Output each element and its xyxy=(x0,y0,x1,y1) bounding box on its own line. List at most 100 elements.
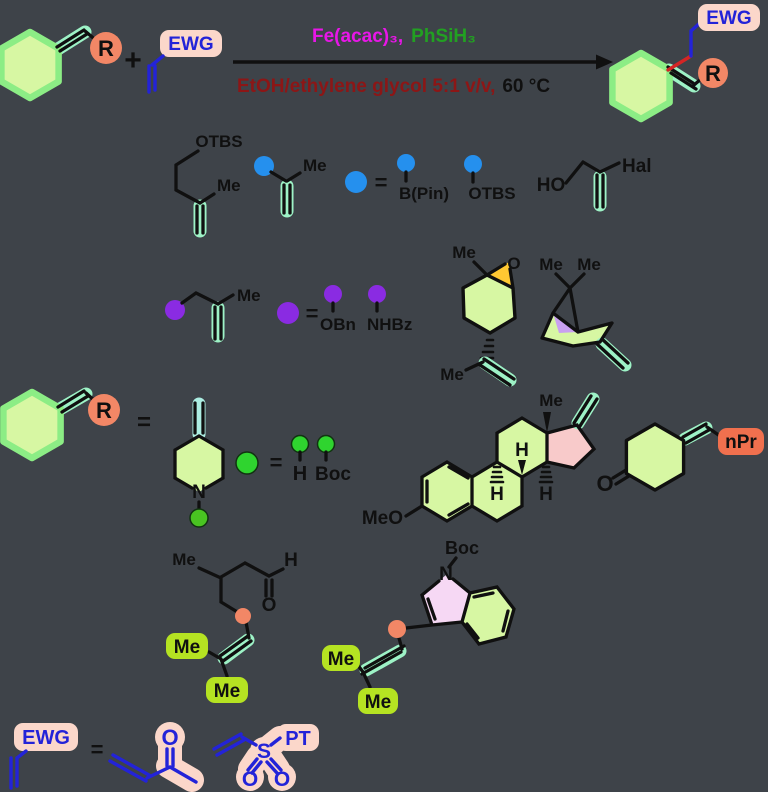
green-marker-dot xyxy=(235,451,259,475)
me-label: Me xyxy=(539,391,563,410)
purple-marker-legend: = OBn NHBz xyxy=(277,285,412,334)
vinyl-bonds xyxy=(147,54,165,94)
h-wedge xyxy=(518,460,526,475)
blue-dot-isopropenyl-substrate: Me xyxy=(254,156,327,218)
bonds xyxy=(564,160,621,209)
substrate-aryl-alkene: R xyxy=(0,25,122,102)
bonds xyxy=(404,394,599,523)
alkene-highlight xyxy=(571,392,600,430)
bpin-label: B(Pin) xyxy=(399,184,449,203)
me-wedge xyxy=(543,412,551,433)
bonds xyxy=(180,291,235,341)
green-marker-dot xyxy=(189,508,209,528)
me-label: Me xyxy=(303,156,327,175)
me-label: Me xyxy=(452,243,476,262)
alkylidene-cyclohexanone-substrate: O nPr xyxy=(596,421,764,496)
epoxide-patch xyxy=(487,262,513,288)
me-badge xyxy=(322,645,360,671)
meo-label: MeO xyxy=(362,508,403,529)
silane-text: PhSiH₃ xyxy=(411,26,476,47)
plus-sign: + xyxy=(124,44,142,77)
bonds xyxy=(611,422,722,486)
sulfone-o-label: O xyxy=(242,768,258,791)
n-label: N xyxy=(192,482,206,503)
otbs-alkene-substrate: OTBS Me xyxy=(174,132,243,238)
pt-label: PT xyxy=(285,728,311,750)
ring-d-fill xyxy=(547,425,594,468)
green-marker-dot xyxy=(316,434,336,454)
equals-sign: = xyxy=(375,170,388,195)
alkene-highlight xyxy=(478,356,517,387)
sulfur-label: S xyxy=(257,740,271,763)
methylene-piperidine-substrate: N xyxy=(173,397,225,528)
blue-marker-dot xyxy=(345,171,367,193)
ring-a-fill xyxy=(422,462,472,521)
benzo-ring-fill xyxy=(462,587,514,644)
npr-badge xyxy=(718,428,764,455)
equals-sign: = xyxy=(270,450,283,475)
me-badge xyxy=(206,677,248,703)
ho-label: HO xyxy=(537,175,566,196)
product-structure: R EWG xyxy=(609,4,760,123)
ewg-badge xyxy=(698,4,760,31)
conditions-below-arrow: EtOH/ethylene glycol 5:1 v/v,60 °C xyxy=(237,76,550,97)
boc-label: Boc xyxy=(445,538,479,558)
pt-badge xyxy=(277,724,319,751)
otbs-label: OTBS xyxy=(195,132,242,151)
r-group-circle xyxy=(88,394,120,426)
orange-marker-dot xyxy=(388,620,406,638)
alkene-highlight xyxy=(595,337,632,372)
blue-marker-dot xyxy=(254,156,274,176)
green-marker-legend: = H Boc xyxy=(235,434,351,485)
solvent-text: EtOH/ethylene glycol 5:1 v/v, xyxy=(237,76,495,97)
purple-marker-dot xyxy=(165,300,185,320)
r-group-label: R xyxy=(705,61,721,86)
aldehyde-h-label: H xyxy=(284,550,298,571)
me-label: Me xyxy=(214,681,240,702)
me-label: Me xyxy=(237,286,261,305)
bonds xyxy=(540,272,630,370)
sulfone-o-label: O xyxy=(274,768,290,791)
hashed-wedge xyxy=(538,465,554,484)
isopropenyl-bonds xyxy=(464,357,516,387)
me-label: Me xyxy=(440,365,464,384)
citronellal-substrate: Me H O Me Me xyxy=(166,550,298,703)
bonds xyxy=(108,747,198,784)
me-label: Me xyxy=(365,692,391,713)
hashed-wedge xyxy=(489,465,505,484)
h-label: H xyxy=(293,463,307,485)
carbonyl-o-label: O xyxy=(161,725,178,750)
purple-marker-dot xyxy=(324,285,342,303)
purple-marker-dot xyxy=(368,285,386,303)
npr-label: nPr xyxy=(725,432,757,453)
aldehyde-o-label: O xyxy=(262,595,277,616)
arrow-head xyxy=(596,54,613,70)
ewg-badge xyxy=(14,723,78,751)
r-definition-alkene: R = xyxy=(0,387,151,462)
h-label: H xyxy=(539,484,553,505)
ewg-definition: EWG = O S O O PT xyxy=(9,722,319,792)
r-group-label: R xyxy=(96,398,112,423)
allyl-alcohol-halide-substrate: HO Hal xyxy=(537,156,652,212)
n-label: N xyxy=(439,564,453,585)
me-badge xyxy=(358,688,398,714)
ewg-label: EWG xyxy=(168,34,213,55)
purple-dot-methallyl-substrate: Me xyxy=(165,286,261,343)
obn-label: OBn xyxy=(320,315,356,334)
bonds xyxy=(212,732,283,775)
hal-label: Hal xyxy=(622,156,652,177)
bonds xyxy=(355,556,516,689)
green-marker-dot xyxy=(290,434,310,454)
pinene-substrate: Me Me xyxy=(539,255,632,372)
alkene-highlight xyxy=(678,421,713,446)
r-group-circle xyxy=(698,58,728,88)
conditions-above-arrow: Fe(acac)₃, PhSiH₃ xyxy=(312,26,476,47)
bonds xyxy=(269,170,302,215)
equals-sign: = xyxy=(306,301,319,326)
catalyst-text: Fe(acac)₃, xyxy=(312,26,403,47)
epoxide-o-label: O xyxy=(507,254,520,273)
ewg-label: EWG xyxy=(22,727,70,749)
steroid-substrate: MeO Me H H H xyxy=(362,391,600,529)
